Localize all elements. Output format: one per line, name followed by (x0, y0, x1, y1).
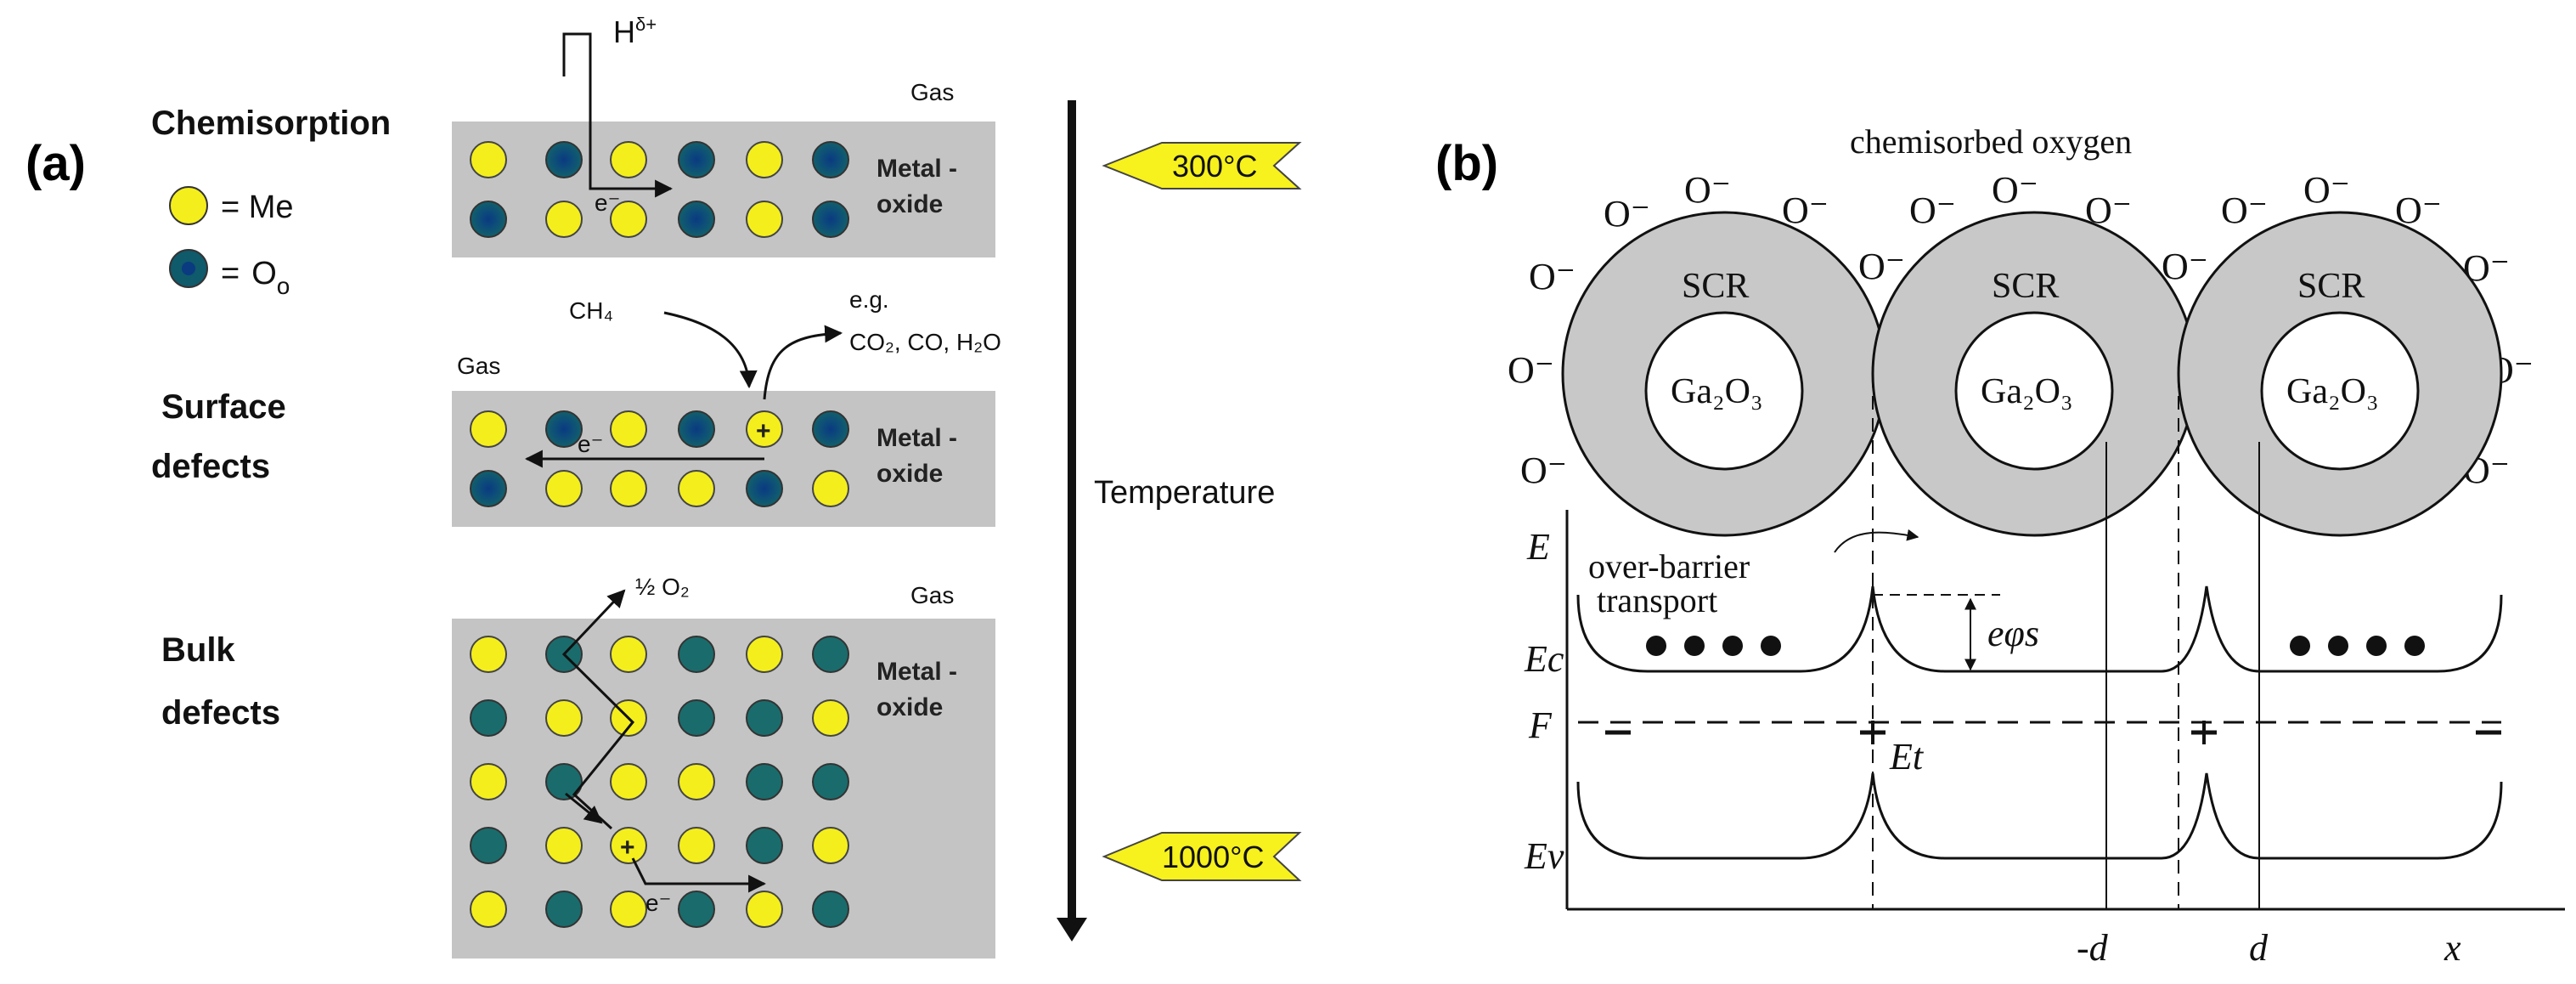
o2-label: ½ O₂ (635, 574, 690, 600)
oxygen-ion: O⁻ (1782, 189, 1829, 231)
bulk-title-line1: Bulk (161, 631, 235, 669)
chemisorption-stage: Chemisorption Gas Metal - oxide Hδ+ (151, 14, 995, 257)
energy-label-Ev: Ev (1524, 835, 1564, 877)
energy-label-Ec: Ec (1524, 638, 1564, 680)
grain-3: SCR Ga₂O₃ (2177, 211, 2503, 537)
scr-label: SCR (2297, 267, 2365, 306)
grain-core (2260, 311, 2420, 471)
oxide-box (452, 619, 995, 959)
me-legend-dot (169, 186, 208, 225)
grain-core-label: Ga₂O₃ (1671, 372, 1763, 411)
electron-dots-left (1646, 636, 1781, 656)
oxide-label-line1: Metal - (877, 658, 957, 686)
oxygen-ion: O⁻ (2162, 246, 2208, 287)
bulk-title-line2: defects (161, 694, 280, 732)
grain-core-label: Ga₂O₃ (2286, 372, 2379, 411)
electron-dots-right (2290, 636, 2425, 656)
temp-tag-300: 300°C (1102, 142, 1302, 189)
axis-label-d: d (2249, 927, 2269, 969)
oxygen-ion: O⁻ (2221, 189, 2268, 231)
ch4-arrow (663, 311, 758, 389)
temp-tag-300-label: 300°C (1172, 149, 1257, 184)
scr-label: SCR (1992, 267, 2059, 306)
panel-b-label: (b) (1435, 136, 1498, 191)
energy-label-E: E (1526, 526, 1550, 568)
chemisorption-title: Chemisorption (151, 105, 391, 142)
oxygen-ion: O⁻ (1992, 169, 2038, 211)
grain-core (1954, 311, 2114, 471)
oxygen-ion: O⁻ (2303, 169, 2350, 211)
temperature-label: Temperature (1094, 475, 1275, 511)
vacancy-plus-icon: + (620, 834, 635, 862)
grain-core (1644, 311, 1804, 471)
grain-2: SCR Ga₂O₃ (1871, 211, 2197, 537)
oxygen-ion: O⁻ (1909, 189, 1956, 231)
panel-a: (a) = Me =Oo Chemisorption Gas Metal - o… (25, 14, 1302, 959)
axis-label-neg-d: -d (2077, 927, 2109, 969)
temp-tag-1000-label: 1000°C (1162, 840, 1264, 874)
bulk-defects-stage: Bulk defects Gas Metal - oxide (161, 574, 995, 959)
oxygen-ion: O⁻ (1858, 246, 1905, 287)
gas-label: Gas (910, 79, 954, 105)
transport-label-line1: over-barrier (1588, 547, 1750, 585)
oxide-label-line2: oxide (877, 190, 943, 218)
hydrogen-label: Hδ+ (613, 14, 657, 49)
gas-label: Gas (457, 353, 500, 379)
grain-1: SCR Ga₂O₃ (1561, 211, 1887, 537)
oxygen-ion: O⁻ (1684, 169, 1731, 211)
atom-lattice (470, 636, 849, 928)
axis-label-x: x (2444, 927, 2461, 969)
grain-core-label: Ga₂O₃ (1981, 372, 2073, 411)
surface-defects-stage: Surface defects Gas Metal - oxide + (151, 286, 1001, 527)
oxygen-ion: O⁻ (1604, 193, 1650, 235)
oo-legend-label: =Oo (221, 256, 290, 299)
atom-lattice (470, 141, 849, 238)
atom-lattice (470, 410, 849, 507)
products-arrow (763, 325, 843, 400)
oxygen-ions: O⁻ O⁻ O⁻ O⁻ O⁻ O⁻ O⁻ O⁻ O⁻ O⁻ O⁻ O⁻ O⁻ O… (1508, 169, 2534, 491)
scr-label: SCR (1682, 267, 1749, 306)
transport-label-line2: transport (1597, 581, 1717, 619)
oxygen-ion: O⁻ (1520, 450, 1567, 491)
surface-title-line1: Surface (161, 388, 286, 426)
me-legend-label: = Me (221, 189, 294, 225)
hydrogen-path-arrow (562, 32, 674, 198)
temperature-axis: Temperature (1057, 100, 1275, 942)
barrier-label: eφs (1987, 613, 2039, 654)
transport-arrow (1834, 529, 1919, 553)
oxide-label-line1: Metal - (877, 424, 957, 452)
oxide-label-line1: Metal - (877, 155, 957, 183)
valence-band (1576, 772, 2503, 860)
panel-a-label: (a) (25, 136, 86, 191)
surface-title-line2: defects (151, 448, 270, 485)
products-label-line1: e.g. (849, 286, 889, 313)
electron-label: e⁻ (645, 890, 671, 916)
oxide-label-line2: oxide (877, 460, 943, 488)
oxygen-ion: O⁻ (1508, 349, 1554, 391)
oxygen-ion: O⁻ (1529, 256, 1575, 297)
energy-label-Et: Et (1889, 736, 1925, 778)
electron-arrow (631, 857, 767, 893)
products-label-line2: CO₂, CO, H₂O (849, 329, 1001, 355)
oxide-box (452, 122, 995, 257)
conduction-band (1576, 585, 2503, 673)
panel-b: (b) chemisorbed oxygen O⁻ O⁻ O⁻ O⁻ O⁻ O⁻… (1435, 122, 2565, 969)
oxide-label-line2: oxide (877, 693, 943, 721)
electron-label: e⁻ (595, 189, 620, 216)
energy-label-F: F (1528, 704, 1553, 746)
legend: = Me =Oo (169, 186, 294, 299)
temp-tag-1000: 1000°C (1102, 832, 1302, 881)
gas-label: Gas (910, 582, 954, 608)
ch4-label: CH₄ (569, 297, 613, 324)
electron-label: e⁻ (578, 431, 603, 457)
vacancy-plus-icon: + (756, 417, 771, 445)
chemisorbed-oxygen-title: chemisorbed oxygen (1850, 122, 2132, 161)
